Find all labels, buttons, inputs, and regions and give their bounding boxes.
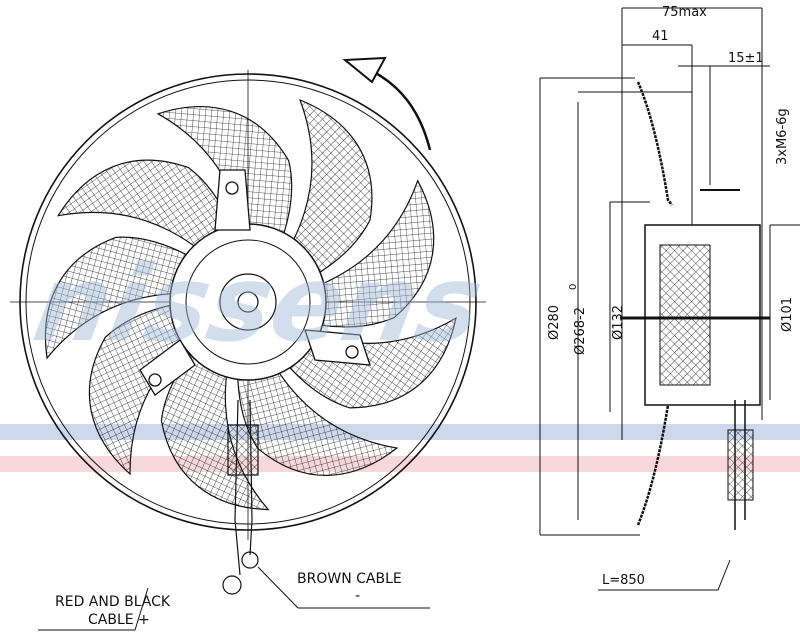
label-red-black-cable-line1: RED AND BLACK xyxy=(55,594,171,610)
dim-cable-length: L=850 xyxy=(602,573,645,588)
dim-dia-268-tolerance: 0 xyxy=(568,284,579,290)
dim-dia-101: Ø101 xyxy=(780,297,795,332)
cable-harness xyxy=(222,399,259,595)
dim-offset-15: 15±1 xyxy=(728,51,764,66)
label-red-black-cable-line2: CABLE + xyxy=(88,612,150,628)
mounting-brackets xyxy=(139,169,371,396)
watermark-logo: nissens xyxy=(26,243,492,365)
fan-front-view xyxy=(10,56,486,595)
dim-thread: 3xM6-6g xyxy=(775,108,790,165)
label-brown-cable-line2: - xyxy=(355,588,360,604)
dim-dia-280: Ø280 xyxy=(547,305,562,340)
fan-side-view xyxy=(539,7,800,591)
dim-dia-132: Ø132 xyxy=(611,305,626,340)
dim-overall-depth: 75max xyxy=(662,5,707,20)
label-brown-cable-line1: BROWN CABLE xyxy=(297,571,402,587)
fan-blades xyxy=(10,67,474,535)
dim-dia-268: Ø268-2 xyxy=(573,307,588,355)
dim-depth-41: 41 xyxy=(652,29,669,44)
rotation-arrow-icon xyxy=(369,68,432,151)
